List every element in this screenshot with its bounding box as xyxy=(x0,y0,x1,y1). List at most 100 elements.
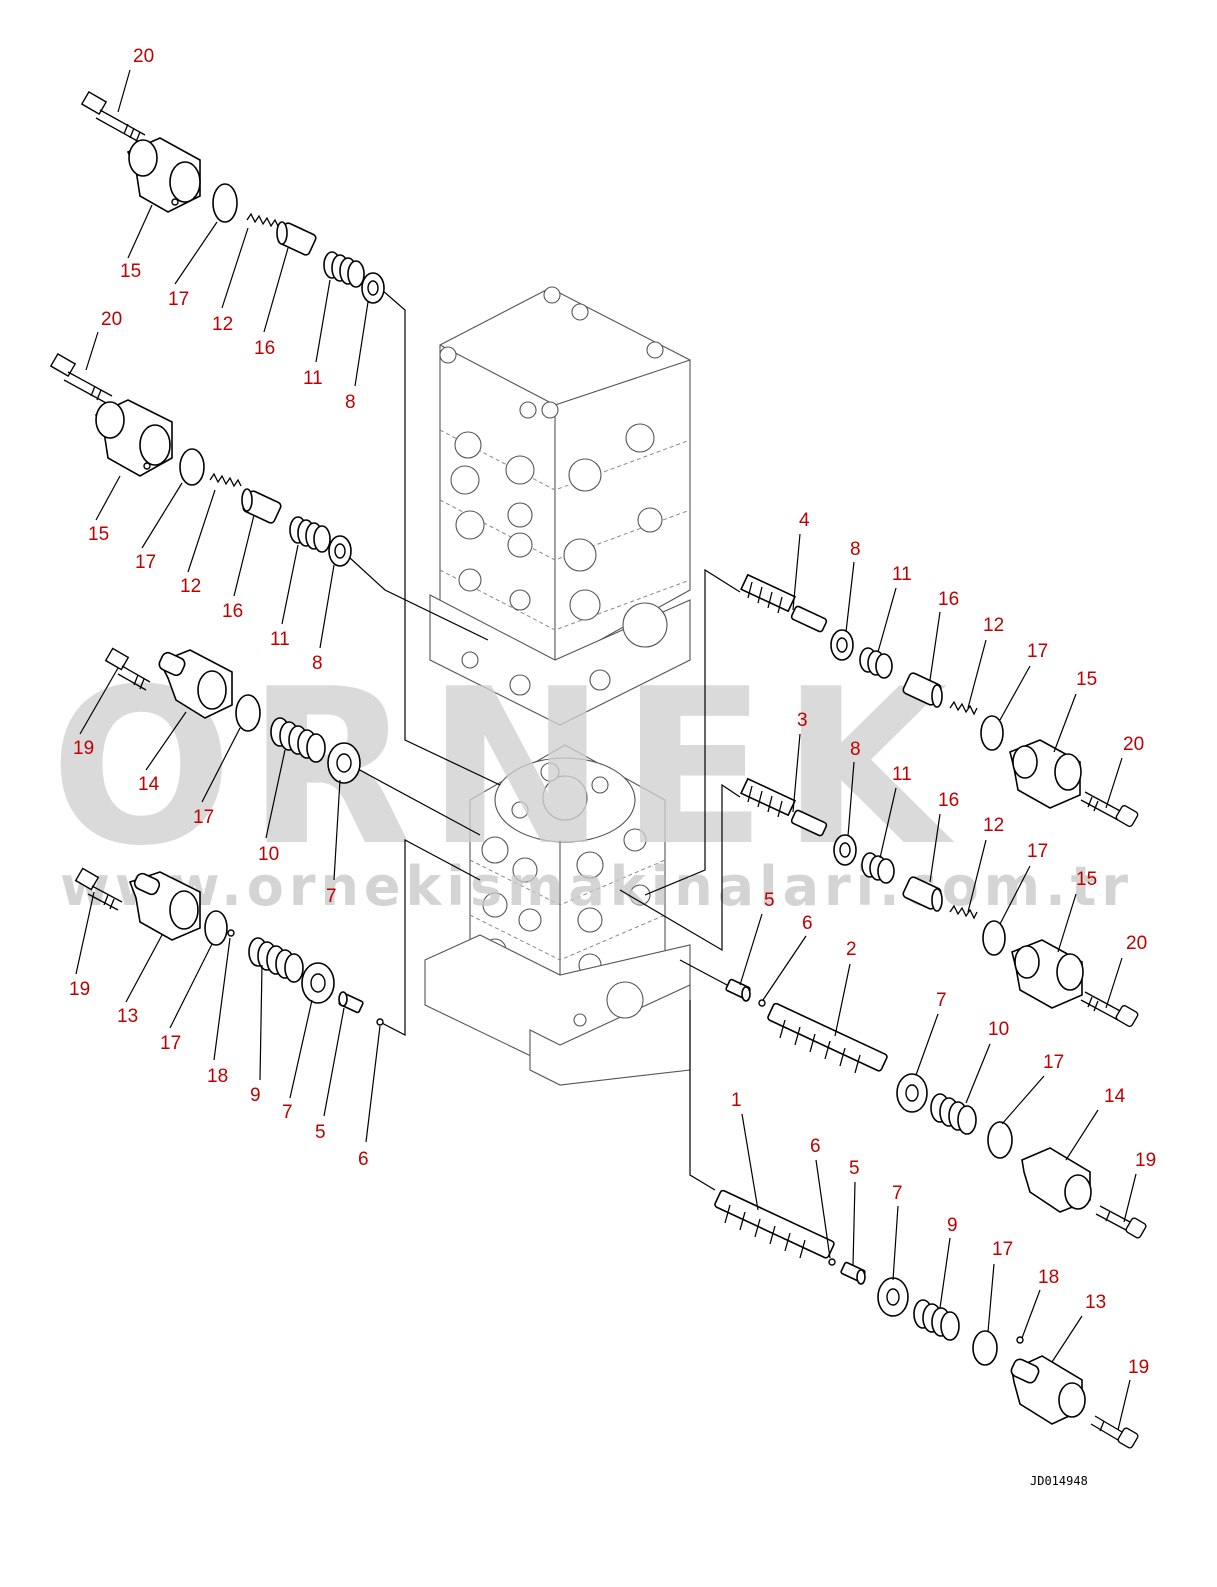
spring-part-10 xyxy=(270,717,326,763)
leader-line-7 xyxy=(892,1205,899,1281)
callout-16: 16 xyxy=(938,790,959,811)
callout-8: 8 xyxy=(312,653,323,674)
callout-6: 6 xyxy=(802,913,813,934)
callout-15: 15 xyxy=(1076,869,1097,890)
spring-part-12b xyxy=(209,472,242,488)
spring-part-12d xyxy=(949,904,978,920)
callout-labels: 20 15 17 12 16 11 8 20 15 17 12 16 11 8 … xyxy=(69,46,1156,1378)
callout-12: 12 xyxy=(212,314,233,335)
cover-part-13 xyxy=(128,871,201,941)
callout-11: 11 xyxy=(892,764,912,785)
o-ring-part-17h xyxy=(972,1330,998,1366)
callout-15: 15 xyxy=(120,261,141,282)
connection-lines xyxy=(349,289,741,1191)
leader-line-7 xyxy=(333,779,341,881)
right-group-spool-3 xyxy=(739,777,1139,1028)
spring-part-12 xyxy=(246,212,279,228)
callout-11: 11 xyxy=(270,629,290,650)
bolt-part-19c xyxy=(1095,1205,1147,1239)
leader-line-17 xyxy=(174,221,218,285)
callout-7: 7 xyxy=(326,886,337,907)
leader-line-11 xyxy=(877,587,897,653)
leader-line-19 xyxy=(1123,1173,1137,1223)
callout-8: 8 xyxy=(850,739,861,760)
callout-19: 19 xyxy=(1135,1150,1156,1171)
leader-line-6 xyxy=(815,1159,831,1259)
cover-part-15d xyxy=(1011,939,1084,1009)
leader-line-15 xyxy=(1053,693,1077,753)
leader-line-8 xyxy=(847,761,855,837)
callout-10: 10 xyxy=(258,844,279,865)
cover-part-15c xyxy=(1009,739,1082,809)
spring-part-12c xyxy=(949,700,978,716)
leader-line-5 xyxy=(739,913,763,986)
leader-line-6 xyxy=(365,1025,381,1143)
o-ring-part-18 xyxy=(227,929,235,937)
callout-19: 19 xyxy=(1128,1357,1149,1378)
leader-line-16 xyxy=(929,813,941,883)
leader-line-14 xyxy=(145,711,187,771)
o-ring-part-17d xyxy=(204,910,228,946)
callout-1: 1 xyxy=(731,1090,742,1111)
spool-part-4 xyxy=(739,573,828,633)
leader-line-20 xyxy=(85,331,99,371)
callout-15: 15 xyxy=(88,524,109,545)
leader-line-12 xyxy=(967,639,987,709)
drawing-code: JD014948 xyxy=(1030,1474,1088,1488)
callout-17: 17 xyxy=(193,807,214,828)
leader-line-13 xyxy=(125,934,163,1003)
leader-line-6 xyxy=(762,935,807,1001)
cover-part-14 xyxy=(158,649,233,719)
valve-body-upper xyxy=(429,286,691,726)
leader-line-18 xyxy=(213,937,231,1061)
callout-12: 12 xyxy=(180,576,201,597)
callout-7: 7 xyxy=(892,1183,903,1204)
leader-line-15 xyxy=(95,475,121,521)
leader-line-1 xyxy=(741,1113,759,1211)
cover-part-15b xyxy=(94,399,173,477)
leader-line-15 xyxy=(127,204,153,259)
o-ring-part-6b xyxy=(758,999,766,1007)
bolt-part-20b xyxy=(49,352,113,405)
callout-16: 16 xyxy=(222,601,243,622)
right-group-spool-2 xyxy=(725,978,1147,1239)
cover-part-14b xyxy=(1021,1147,1092,1213)
callout-13: 13 xyxy=(117,1006,138,1027)
callout-19: 19 xyxy=(73,738,94,759)
callout-11: 11 xyxy=(892,564,912,585)
callout-5: 5 xyxy=(849,1158,860,1179)
callout-12: 12 xyxy=(983,615,1004,636)
o-ring-part-17e xyxy=(980,715,1004,751)
bolt-part-20d xyxy=(1080,991,1139,1028)
spring-part-11c xyxy=(859,647,893,679)
callout-4: 4 xyxy=(799,510,810,531)
leader-line-10 xyxy=(965,1043,991,1104)
callout-7: 7 xyxy=(282,1102,293,1123)
callout-14: 14 xyxy=(1104,1086,1126,1107)
bolt-part-20 xyxy=(80,90,146,144)
retainer-part-7b xyxy=(301,962,335,1004)
sleeve-part-16c xyxy=(902,672,943,708)
leader-line-11 xyxy=(281,544,299,625)
leader-line-20 xyxy=(1105,757,1123,809)
callout-6: 6 xyxy=(810,1136,821,1157)
callout-17: 17 xyxy=(168,289,189,310)
callout-17: 17 xyxy=(992,1239,1013,1260)
leader-line-11 xyxy=(879,787,897,859)
leader-line-8 xyxy=(354,301,369,387)
callout-20: 20 xyxy=(1123,734,1144,755)
leader-line-12 xyxy=(187,489,216,573)
leader-line-16 xyxy=(929,611,941,681)
leader-line-17 xyxy=(1001,1075,1045,1125)
leader-line-17 xyxy=(999,865,1031,925)
leader-line-8 xyxy=(319,564,335,649)
callout-8: 8 xyxy=(345,392,356,413)
retainer-part-8c xyxy=(830,629,854,661)
bolt-part-20c xyxy=(1080,791,1139,828)
callout-17: 17 xyxy=(135,552,156,573)
leader-line-17 xyxy=(201,727,241,803)
o-ring-part-6 xyxy=(376,1018,384,1026)
spring-part-11 xyxy=(323,251,365,288)
leader-line-15 xyxy=(1057,893,1077,953)
retainer-part-7 xyxy=(327,742,361,784)
